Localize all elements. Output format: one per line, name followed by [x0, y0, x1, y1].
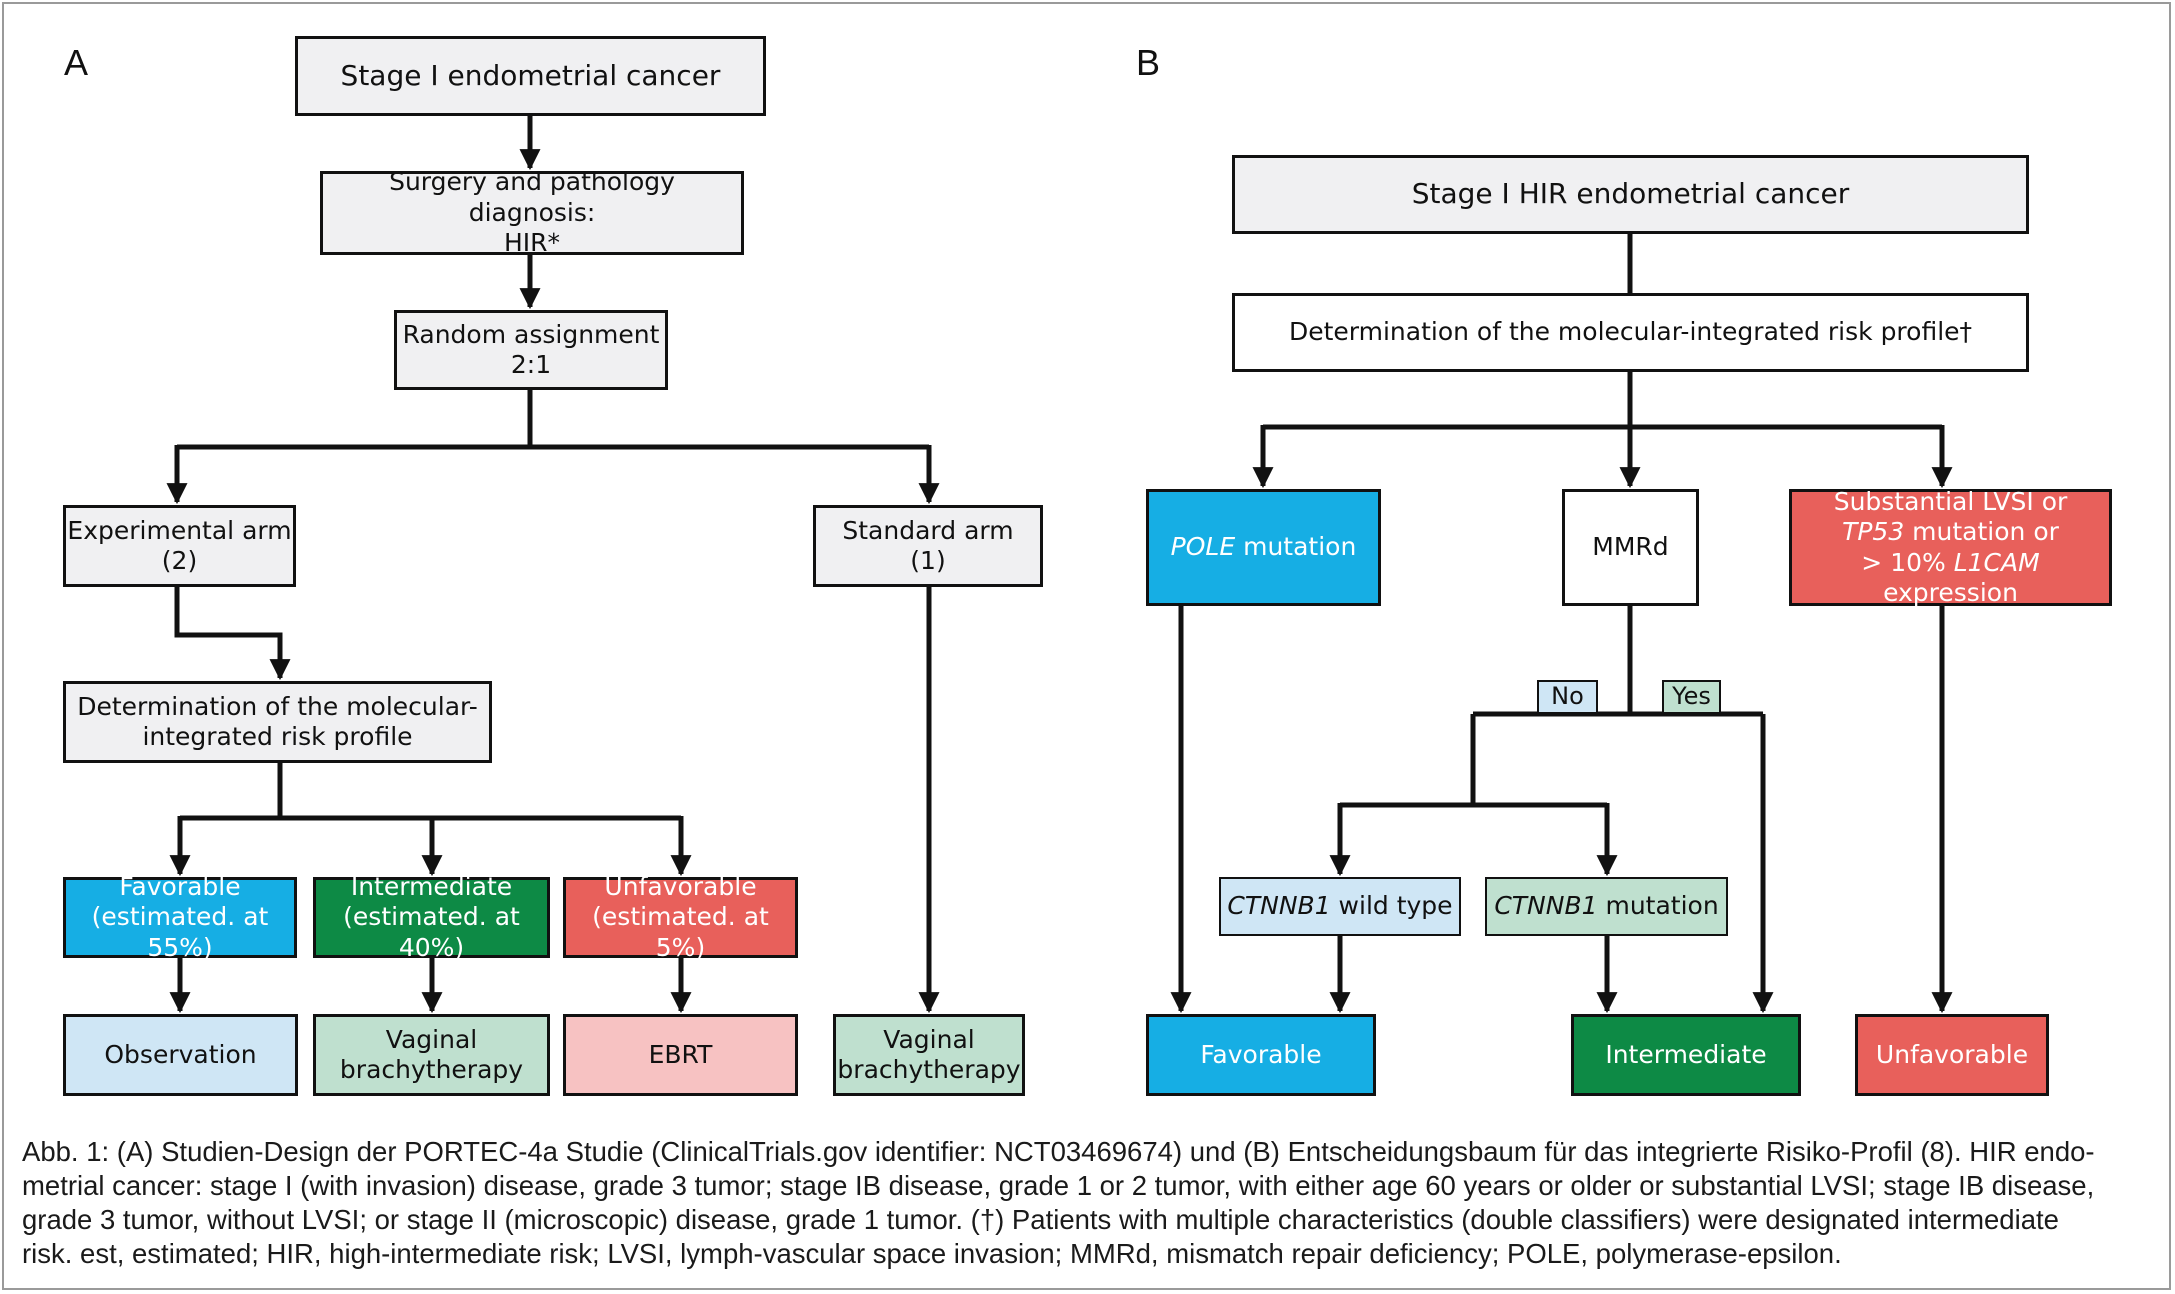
tag-b-yes: Yes — [1662, 680, 1721, 714]
pole-mutation-label: mutation — [1235, 532, 1357, 562]
figure-caption: Abb. 1: (A) Studien-Design der PORTEC-4a… — [22, 1135, 2152, 1271]
box-a-favorable: Favorable (estimated. at 55%) — [63, 872, 297, 962]
l1cam-prefix-label: > 10% — [1861, 547, 1954, 577]
lvsi-line-2: TP53 mutation or — [1792, 517, 2109, 548]
lvsi-line-1: Substantial LVSI or — [1833, 486, 2068, 516]
box-b-lvsi: Substantial LVSI or TP53 mutation or > 1… — [1789, 486, 2112, 609]
box-a-intermediate: Intermediate (estimated. at 40%) — [313, 872, 550, 962]
box-a-determination: Determination of the molecular- integrat… — [63, 681, 492, 763]
box-a-unfavorable: Unfavorable (estimated. at 5%) — [563, 872, 798, 962]
tp53-label: TP53 — [1842, 517, 1905, 546]
l1cam-label: L1CAM — [1953, 547, 2040, 577]
box-a-random: Random assignment 2:1 — [394, 310, 668, 390]
box-a-experimental: Experimental arm (2) — [63, 505, 296, 587]
ctnnb1-mut-gene-label: CTNNB1 — [1494, 891, 1598, 921]
box-a-observation: Observation — [63, 1014, 298, 1096]
box-b-intermediate: Intermediate — [1571, 1014, 1801, 1096]
ctnnb1-mut-label: mutation — [1597, 891, 1719, 921]
caption-text: Abb. 1: (A) Studien-Design der PORTEC-4a… — [22, 1136, 2095, 1270]
box-a-standard: Standard arm (1) — [813, 505, 1043, 587]
box-b-stage: Stage I HIR endometrial cancer — [1232, 155, 2029, 234]
panel-label-a: A — [64, 42, 89, 83]
pole-gene-label: POLE — [1170, 532, 1236, 562]
tp53-mutation-label: mutation or — [1904, 517, 2059, 546]
arrow-a-experimental-to-determination — [174, 587, 291, 681]
box-a-ebrt: EBRT — [563, 1014, 798, 1096]
l1cam-expression-label: expression — [1883, 578, 2018, 607]
panel-label-b: B — [1136, 42, 1161, 83]
box-a-standard-vaginal-brachytherapy: Vaginal brachytherapy — [833, 1014, 1025, 1096]
box-b-ctnnb1-mutation: CTNNB1 mutation — [1485, 877, 1728, 936]
box-b-mmrd: MMRd — [1562, 489, 1699, 606]
box-a-stage: Stage I endometrial cancer — [295, 36, 766, 116]
box-b-ctnnb1-wild-type: CTNNB1 wild type — [1219, 877, 1461, 936]
box-b-favorable: Favorable — [1146, 1014, 1376, 1096]
tag-b-no: No — [1537, 680, 1598, 714]
box-b-determination: Determination of the molecular-integrate… — [1232, 293, 2029, 372]
ctnnb1-wt-label: wild type — [1330, 891, 1453, 921]
box-b-unfavorable: Unfavorable — [1855, 1014, 2049, 1096]
lvsi-line-3: > 10% L1CAM expression — [1792, 548, 2109, 609]
box-a-vaginal-brachytherapy: Vaginal brachytherapy — [313, 1014, 550, 1096]
box-a-surgery: Surgery and pathology diagnosis: HIR* — [320, 167, 744, 257]
ctnnb1-wt-gene-label: CTNNB1 — [1227, 891, 1331, 921]
box-b-pole-mutation: POLE mutation — [1146, 489, 1381, 606]
